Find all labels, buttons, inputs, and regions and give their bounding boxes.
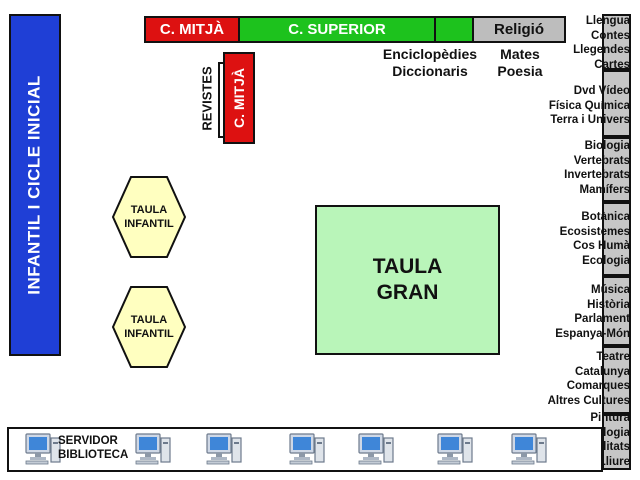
shelf-label: Botànica bbox=[581, 211, 630, 223]
shelf-label: Pintura bbox=[590, 412, 630, 424]
infantil-cicle-inicial-area: INFANTIL I CICLE INICIAL bbox=[9, 14, 61, 356]
shelf-7 bbox=[602, 414, 631, 470]
enciclopedies-text: Enciclopèdies bbox=[382, 46, 478, 62]
shelf-label: Llegendes bbox=[573, 44, 630, 56]
shelf-label: Cos Humà bbox=[573, 240, 630, 252]
mates-text: Mates bbox=[500, 46, 540, 62]
shelf-label: Invertebrats bbox=[564, 169, 630, 181]
computer-icon bbox=[357, 432, 395, 466]
shelf-4 bbox=[602, 202, 631, 276]
shelf-label: Altres Cultures bbox=[547, 394, 630, 407]
shelf-2 bbox=[602, 70, 631, 137]
servidor-text: SERVIDOR bbox=[58, 435, 118, 447]
shelf-label: Cartes bbox=[594, 58, 630, 71]
shelf-label: Història bbox=[587, 298, 630, 311]
computer-icon bbox=[205, 432, 243, 466]
computer-icon bbox=[436, 432, 474, 466]
c-mitja-segment: C. MITJÀ bbox=[146, 18, 240, 41]
shelf-label: Espanya-Món bbox=[555, 327, 630, 340]
taula-infantil-2-line-2: INFANTIL bbox=[124, 328, 174, 340]
taula-infantil-1: TAULA INFANTIL bbox=[111, 175, 187, 259]
diccionaris-text: Diccionaris bbox=[392, 63, 468, 79]
hexagon-shape bbox=[111, 286, 187, 368]
taula-gran-line-2: GRAN bbox=[376, 281, 439, 304]
shelf-label: Biologia bbox=[584, 140, 630, 152]
shelf-label: Terra i Univers bbox=[550, 114, 630, 126]
computer-icon bbox=[24, 432, 62, 466]
shelf-label: Comarques bbox=[566, 380, 630, 392]
shelf-label: Llengua bbox=[585, 15, 630, 27]
infantil-cicle-inicial-label: INFANTIL I CICLE INICIAL bbox=[25, 75, 44, 295]
shelf-label: Música bbox=[591, 284, 630, 296]
taula-gran: TAULA GRAN bbox=[315, 205, 500, 355]
shelf-3 bbox=[602, 137, 631, 202]
green-extra-segment bbox=[436, 18, 474, 41]
biblioteca-text: BIBLIOTECA bbox=[58, 449, 129, 461]
c-superior-segment: C. SUPERIOR bbox=[240, 18, 436, 41]
revistes-label: REVISTES bbox=[199, 65, 215, 131]
shelf-label: Dvd Vídeo bbox=[573, 85, 630, 97]
shelf-label: Catalunya bbox=[575, 365, 630, 378]
mates-poesia-label: Mates Poesia bbox=[488, 46, 552, 80]
shelf-6 bbox=[602, 346, 631, 414]
servidor-biblioteca-label: SERVIDOR BIBLIOTECA bbox=[58, 434, 128, 462]
enciclopedies-diccionaris-label: Enciclopèdies Diccionaris bbox=[378, 46, 482, 80]
poesia-text: Poesia bbox=[497, 63, 543, 79]
shelf-label: Ecologia bbox=[582, 254, 630, 267]
religio-segment: Religió bbox=[474, 18, 564, 41]
taula-infantil-1-line-1: TAULA bbox=[130, 204, 168, 216]
hexagon-shape bbox=[111, 176, 187, 258]
shelf-label: Ecosistemes bbox=[559, 225, 630, 238]
taula-infantil-2-line-1: TAULA bbox=[130, 314, 168, 326]
c-mitja-vertical-shelf: C. MITJÀ bbox=[223, 52, 255, 144]
shelf-label: Vertebrats bbox=[573, 154, 630, 167]
taula-infantil-1-line-2: INFANTIL bbox=[124, 218, 174, 230]
computer-icon bbox=[134, 432, 172, 466]
shelf-label: Mamífers bbox=[579, 183, 631, 196]
shelf-1 bbox=[602, 14, 631, 70]
shelf-label: Teatre bbox=[596, 351, 630, 363]
revistes-area: REVISTES bbox=[194, 58, 220, 138]
c-mitja-vertical-label: C. MITJÀ bbox=[231, 68, 248, 128]
computer-icon bbox=[510, 432, 548, 466]
top-shelf-bar: C. MITJÀ C. SUPERIOR Religió bbox=[144, 16, 566, 43]
shelf-label: Contes bbox=[591, 29, 630, 42]
shelf-label: Parlament bbox=[574, 313, 630, 325]
shelf-label: Física Química bbox=[548, 99, 630, 112]
taula-infantil-2: TAULA INFANTIL bbox=[111, 285, 187, 369]
computer-icon bbox=[288, 432, 326, 466]
shelf-5 bbox=[602, 276, 631, 346]
taula-gran-line-1: TAULA bbox=[372, 255, 443, 278]
revistes-bracket bbox=[218, 62, 224, 138]
